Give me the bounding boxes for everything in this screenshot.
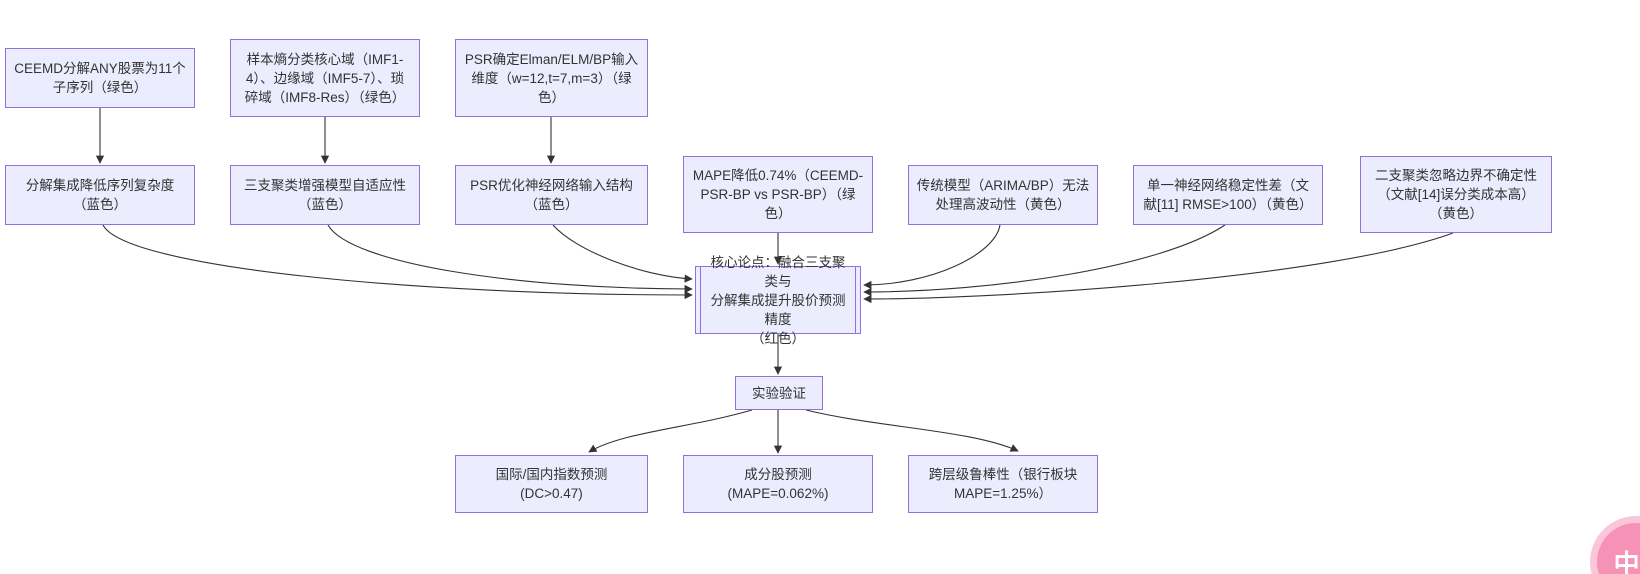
node-label: 核心论点：融合三支聚类与 分解集成提升股价预测精度 （红色） bbox=[710, 254, 846, 346]
edge-traditional-to-core bbox=[863, 224, 1001, 290]
edge-singlenn-to-core bbox=[863, 224, 1226, 297]
node-label: PSR优化神经网络输入结构 （蓝色） bbox=[470, 178, 633, 212]
node-label: 传统模型（ARIMA/BP）无法 处理高波动性（黄色） bbox=[916, 178, 1090, 212]
node-label: 单一神经网络稳定性差（文 献[11] RMSE>100）（黄色） bbox=[1143, 178, 1313, 212]
node-experiment: 实验验证 bbox=[735, 376, 823, 410]
node-label: 跨层级鲁棒性（银行板块 MAPE=1.25%） bbox=[928, 467, 1078, 501]
node-label: 样本熵分类核心域（IMF1- 4）、边缘域（IMF5-7）、琐 碎域（IMF8-… bbox=[244, 51, 406, 105]
translate-button[interactable]: 中A bbox=[1590, 516, 1640, 574]
node-two-way-limit: 二支聚类忽略边界不确定性 （文献[14]误分类成本高） （黄色） bbox=[1360, 156, 1552, 233]
translate-button-label: 中A bbox=[1613, 548, 1640, 574]
node-decompose-complexity: 分解集成降低序列复杂度 （蓝色） bbox=[5, 165, 195, 225]
edge-complexity-to-core bbox=[102, 224, 693, 300]
node-label: PSR确定Elman/ELM/BP输入 维度（w=12,t=7,m=3）（绿 色… bbox=[464, 51, 639, 105]
node-label: 三支聚类增强模型自适应性 （蓝色） bbox=[244, 178, 406, 212]
edge-structure-to-core bbox=[552, 224, 693, 283]
node-single-nn-unstable: 单一神经网络稳定性差（文 献[11] RMSE>100）（黄色） bbox=[1133, 165, 1323, 225]
node-traditional-limit: 传统模型（ARIMA/BP）无法 处理高波动性（黄色） bbox=[908, 165, 1098, 225]
edge-adaptive-to-core bbox=[327, 224, 693, 294]
edge-twoway-to-core bbox=[863, 232, 1454, 304]
node-label: 成分股预测 (MAPE=0.062%) bbox=[727, 467, 829, 501]
node-component-prediction: 成分股预测 (MAPE=0.062%) bbox=[683, 455, 873, 513]
node-label: MAPE降低0.74%（CEEMD- PSR-BP vs PSR-BP）（绿 色… bbox=[692, 168, 864, 221]
node-core-thesis: 核心论点：融合三支聚类与 分解集成提升股价预测精度 （红色） bbox=[695, 255, 861, 346]
node-label: 实验验证 bbox=[752, 385, 806, 401]
node-ceemd-decompose: CEEMD分解ANY股票为11个 子序列（绿色） bbox=[5, 48, 195, 108]
node-psr-structure: PSR优化神经网络输入结构 （蓝色） bbox=[455, 165, 648, 225]
node-label: 国际/国内指数预测 (DC>0.47) bbox=[495, 467, 608, 501]
node-index-prediction: 国际/国内指数预测 (DC>0.47) bbox=[455, 455, 648, 513]
edge-experiment-to-robustness bbox=[805, 409, 1019, 452]
node-label: 二支聚类忽略边界不确定性 （文献[14]误分类成本高） （黄色） bbox=[1375, 168, 1537, 221]
edge-experiment-to-index bbox=[588, 409, 753, 453]
node-psr-dimension: PSR确定Elman/ELM/BP输入 维度（w=12,t=7,m=3）（绿 色… bbox=[455, 39, 648, 117]
node-label: CEEMD分解ANY股票为11个 子序列（绿色） bbox=[14, 61, 186, 95]
node-sample-entropy: 样本熵分类核心域（IMF1- 4）、边缘域（IMF5-7）、琐 碎域（IMF8-… bbox=[230, 39, 420, 117]
node-label: 分解集成降低序列复杂度 （蓝色） bbox=[25, 178, 175, 212]
node-three-way-adaptive: 三支聚类增强模型自适应性 （蓝色） bbox=[230, 165, 420, 225]
node-mape-reduce: MAPE降低0.74%（CEEMD- PSR-BP vs PSR-BP）（绿 色… bbox=[683, 156, 873, 233]
node-robustness: 跨层级鲁棒性（银行板块 MAPE=1.25%） bbox=[908, 455, 1098, 513]
